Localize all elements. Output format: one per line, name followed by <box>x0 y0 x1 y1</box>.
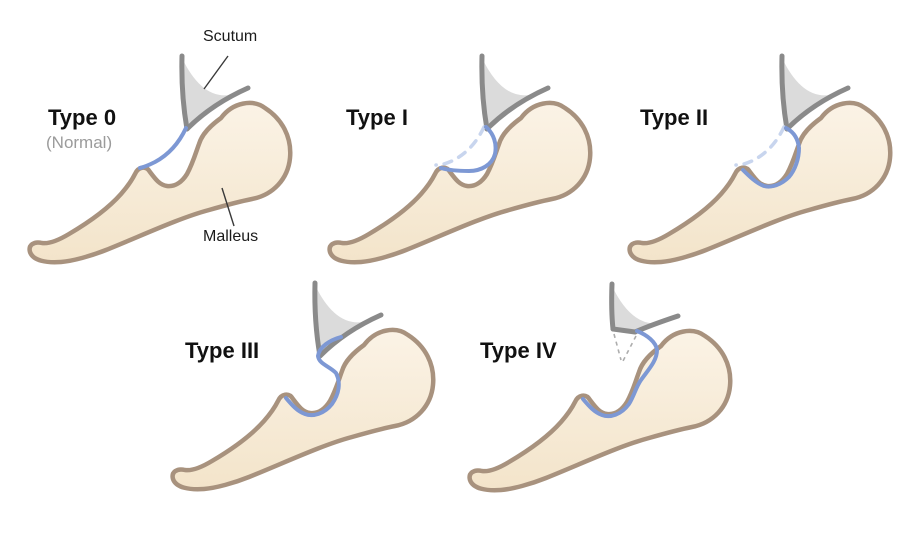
scutum-bone-fill <box>781 58 848 129</box>
adherent-membrane <box>284 335 343 418</box>
panel-type-2-label: Type II <box>640 105 709 130</box>
panel-type-2: Type II <box>600 0 900 267</box>
scutum-bone-edge-vertical <box>779 53 790 132</box>
retracted-membrane <box>439 125 498 174</box>
eroded-scutum-outline-dashed <box>613 333 622 361</box>
panel-type-4-label: Type IV <box>480 338 557 363</box>
scutum-bone-edge-vertical <box>179 53 190 132</box>
malleus-annotation: Malleus <box>203 228 259 245</box>
panel-type-0-sublabel: (Normal) <box>46 133 113 152</box>
original-membrane-position-dashed <box>434 125 486 167</box>
panel-type-3-label: Type III <box>185 338 260 363</box>
panel-type-3: Type III <box>133 227 436 494</box>
retracted-membrane <box>741 126 802 189</box>
panel-type-0-label: Type 0 <box>48 105 117 130</box>
scutum-bone-fill-eroded <box>611 286 678 332</box>
scutum-bone-edge-curve <box>317 312 384 359</box>
type-3-drawing <box>170 280 436 492</box>
malleus-bone <box>27 100 293 265</box>
scutum-bone-edge-vertical <box>479 53 490 132</box>
scutum-bone-edge-curve <box>784 85 851 132</box>
type-0-drawing <box>27 53 293 265</box>
panel-type-0: Type 0 (Normal) Scutum Malleus <box>0 0 300 267</box>
type-1-drawing <box>327 53 593 265</box>
malleus-pointer-line <box>221 187 235 227</box>
scutum-bone-edge-curve <box>484 85 551 132</box>
panel-type-4: Type IV <box>430 228 733 495</box>
panel-type-1: Type I <box>300 0 600 267</box>
panel-type-1-label: Type I <box>346 105 408 130</box>
type-4-drawing <box>467 281 733 493</box>
scutum-bone-fill <box>314 285 381 356</box>
scutum-erosion-edge <box>610 326 638 335</box>
eroded-scutum-outline-dashed <box>622 335 637 362</box>
scutum-pointer-line <box>203 55 229 90</box>
scutum-bone-fill <box>481 58 548 129</box>
malleus-bone <box>327 100 593 265</box>
original-membrane-position-dashed <box>734 125 786 167</box>
tympanic-membrane-normal <box>138 126 188 170</box>
type-2-drawing <box>627 53 893 265</box>
scutum-annotation: Scutum <box>203 28 258 45</box>
scutum-bone-edge-curve <box>184 85 251 132</box>
scutum-bone-fill <box>181 58 248 129</box>
adherent-membrane <box>581 329 660 419</box>
scutum-bone-edge-vertical <box>609 281 616 332</box>
